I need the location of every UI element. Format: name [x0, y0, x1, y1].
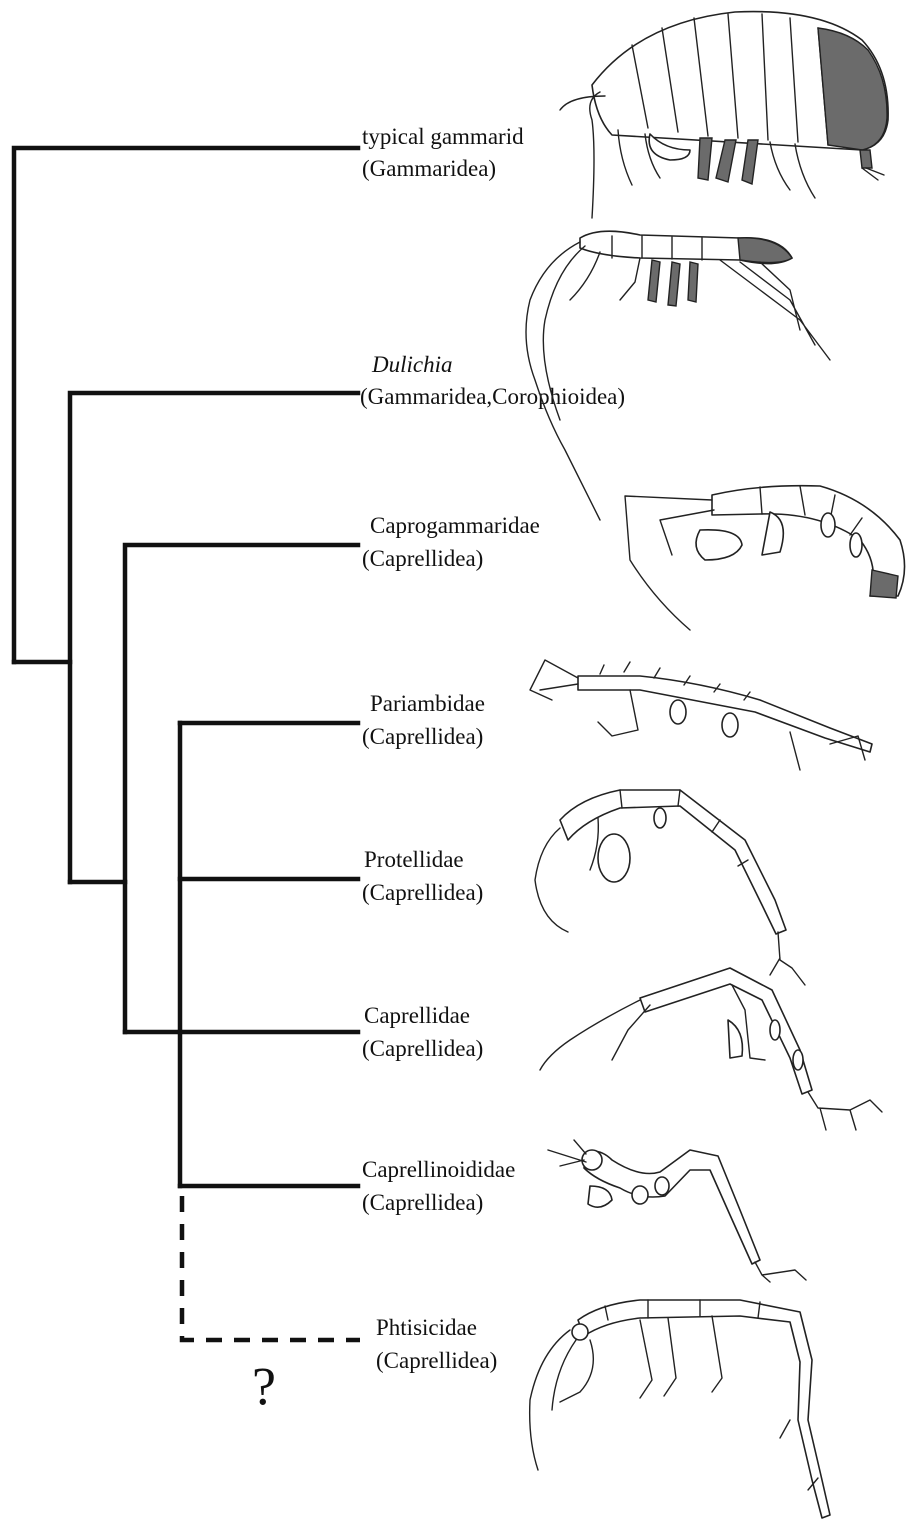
caprellinoididae-illustration — [548, 1140, 806, 1282]
cladogram-tree — [14, 148, 360, 1340]
caprellidae-illustration — [540, 968, 882, 1130]
branch-typical-gammarid — [14, 148, 358, 662]
branch-phtisicidae-uncertain — [182, 1196, 360, 1340]
taxon-group-label: (Caprellidea) — [362, 880, 483, 905]
protellidae-illustration — [535, 790, 805, 985]
taxon-name-label: typical gammarid — [362, 124, 524, 149]
taxon-name-label: Pariambidae — [370, 691, 485, 716]
taxon-name-label: Caprellinoididae — [362, 1157, 515, 1182]
taxon-group-label: (Gammaridea,Corophioidea) — [360, 384, 625, 409]
taxon-name-label: Dulichia — [371, 352, 453, 377]
taxon-group-label: (Caprellidea) — [362, 546, 483, 571]
branch-caprogammaridae — [125, 545, 358, 1032]
taxon-group-label: (Caprellidea) — [362, 1190, 483, 1215]
caprogammaridae-illustration — [625, 486, 905, 630]
taxon-name-label: Caprellidae — [364, 1003, 470, 1028]
dulichia-illustration — [526, 231, 830, 520]
gammarid-illustration — [560, 12, 888, 218]
taxon-labels: typical gammarid (Gammaridea) Dulichia (… — [360, 124, 625, 1373]
taxon-group-label: (Caprellidea) — [362, 724, 483, 749]
pariambidae-illustration — [530, 660, 872, 770]
taxon-name-label: Protellidae — [364, 847, 464, 872]
phtisicidae-illustration — [530, 1300, 830, 1518]
uncertain-question-mark: ? — [252, 1356, 276, 1416]
taxon-group-label: (Caprellidea) — [362, 1036, 483, 1061]
taxon-group-label: (Caprellidea) — [376, 1348, 497, 1373]
branch-dulichia — [70, 393, 358, 882]
taxon-name-label: Caprogammaridae — [370, 513, 540, 538]
taxon-name-label: Phtisicidae — [376, 1315, 477, 1340]
taxon-group-label: (Gammaridea) — [362, 156, 496, 181]
